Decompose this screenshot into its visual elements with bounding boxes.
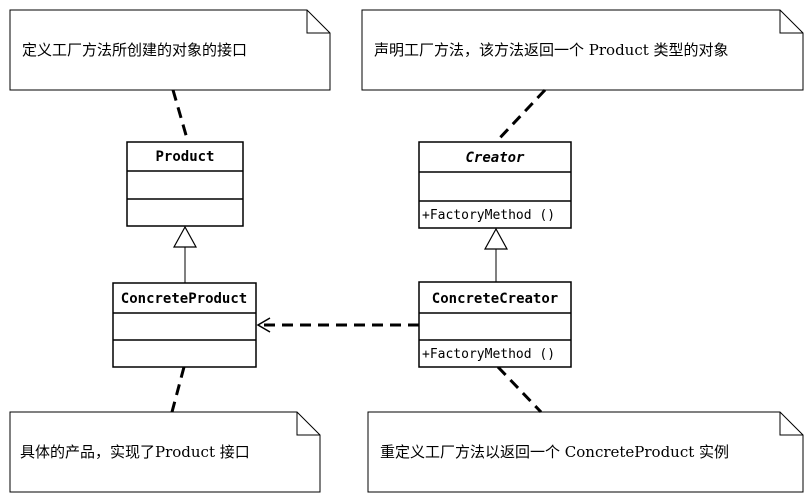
note-creator-text: 声明工厂方法，该方法返回一个 Product 类型的对象: [374, 41, 729, 59]
class-concrete-creator-operation: +FactoryMethod (): [422, 347, 555, 362]
inheritance-product: [172, 225, 198, 283]
note-product-text: 定义工厂方法所创建的对象的接口: [22, 41, 247, 59]
dependency-arrow: [256, 317, 419, 333]
class-product-name: Product: [155, 149, 214, 165]
class-creator-operation: +FactoryMethod (): [422, 208, 555, 223]
class-concrete-product-name: ConcreteProduct: [121, 291, 247, 307]
class-creator: Creator +FactoryMethod (): [418, 141, 572, 229]
inheritance-creator: [483, 227, 509, 282]
note-concrete-creator-text: 重定义工厂方法以返回一个 ConcreteProduct 实例: [380, 443, 729, 461]
note-creator: 声明工厂方法，该方法返回一个 Product 类型的对象: [361, 9, 804, 91]
class-concrete-creator: ConcreteCreator +FactoryMethod (): [418, 281, 572, 368]
note-anchor-product: [171, 89, 190, 143]
note-concrete-product: 具体的产品，实现了Product 接口: [9, 411, 321, 493]
note-anchor-concrete-product: [170, 366, 186, 413]
class-creator-name: Creator: [465, 150, 525, 166]
note-concrete-product-text: 具体的产品，实现了Product 接口: [20, 443, 250, 461]
class-product: Product: [126, 141, 244, 227]
note-anchor-creator: [494, 88, 547, 144]
class-concrete-product: ConcreteProduct: [112, 282, 257, 368]
class-concrete-creator-name: ConcreteCreator: [432, 291, 558, 307]
note-anchor-concrete-creator: [496, 365, 543, 414]
note-concrete-creator: 重定义工厂方法以返回一个 ConcreteProduct 实例: [367, 411, 804, 493]
note-product: 定义工厂方法所创建的对象的接口: [9, 9, 331, 91]
